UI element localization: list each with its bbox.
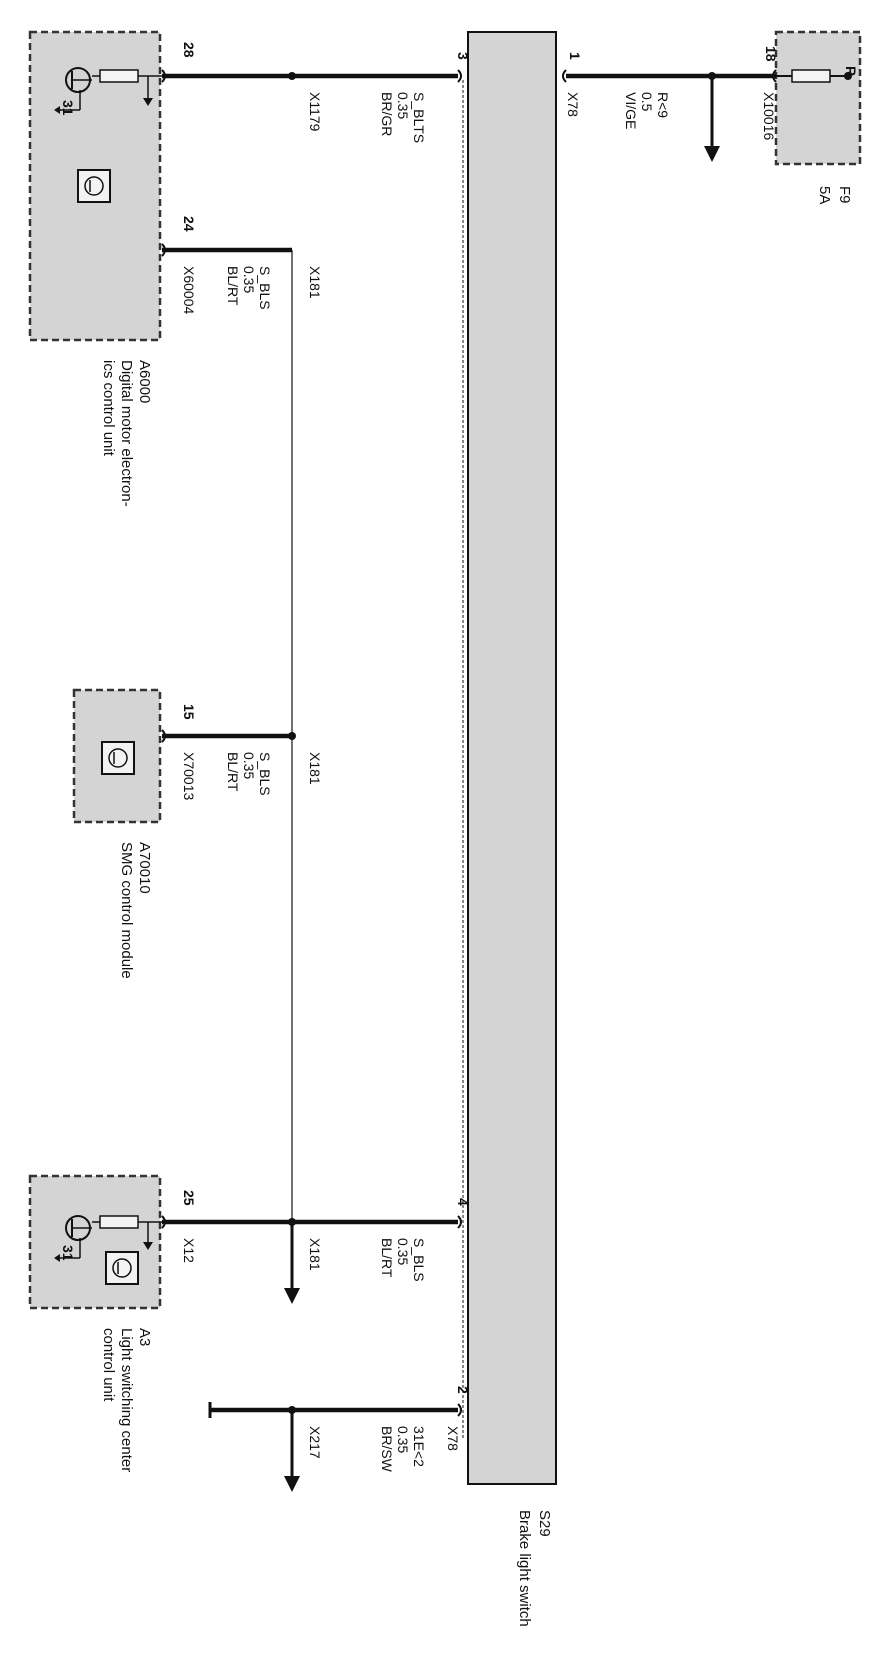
pin-label: 2 (455, 1386, 471, 1394)
arrow-down-icon (143, 98, 153, 106)
a3-id-label: A3 (136, 1328, 153, 1346)
switch-name-label: Brake light switch (516, 1510, 533, 1627)
control-unit-symbol-icon (105, 1251, 139, 1285)
pin-label: 15 (181, 704, 197, 720)
switch-id-label: S29 (536, 1510, 553, 1537)
connector-label: X10016 (761, 92, 777, 140)
gauge-label: 0.35 (241, 266, 257, 293)
arrow-down-icon (284, 1288, 300, 1304)
color-label: BL/RT (225, 752, 241, 792)
fuse-element-icon (791, 69, 831, 83)
wire-s-bls-a3: 4 25 X12 X181 S_BLS 0.35 BL/RT (162, 1190, 471, 1304)
color-label: BL/RT (379, 1238, 395, 1278)
control-unit-a3: 31 A3 Light switching center control uni… (28, 1174, 162, 1472)
resistor-icon (99, 1215, 139, 1229)
gauge-label: 0.35 (241, 752, 257, 779)
pin-label: 18 (763, 46, 779, 62)
control-unit-symbol-icon (101, 741, 135, 775)
color-label: BR/GR (379, 92, 395, 136)
pin-label: 1 (567, 52, 583, 60)
signal-label: S_BLS (257, 752, 273, 796)
signal-label: S_BLS (257, 266, 273, 310)
color-label: VI/GE (623, 92, 639, 129)
wire-s-bls-a70010: 15 X70013 X181 S_BLS 0.35 BL/RT (162, 704, 323, 800)
wire-s-blts: 3 28 X1179 S_BLTS 0.35 BR/GR (162, 42, 471, 143)
fuse-rating-label: 5A (816, 186, 833, 204)
color-label: BR/SW (379, 1426, 395, 1473)
pin-label: 24 (181, 216, 197, 232)
control-unit-a6000: 31 A6000 Digital motor electron- ics con… (28, 30, 162, 507)
arrow-down-icon (704, 146, 720, 162)
arrow-down-icon (143, 1242, 153, 1250)
a6000-name-line1: Digital motor electron- (118, 360, 135, 507)
fuse-id-label: F9 (836, 186, 853, 204)
signal-label: S_BLS (411, 1238, 427, 1282)
a3-name-line1: Light switching center (118, 1328, 135, 1472)
pin-label: 3 (455, 52, 471, 60)
connector-label: X181 (307, 266, 323, 299)
resistor-icon (99, 69, 139, 83)
fuse-terminal-letter: R (843, 66, 859, 76)
switch-pin-markers (161, 69, 777, 1417)
ground-label: 31 (60, 1245, 76, 1261)
transistor-icon (54, 67, 92, 114)
connector-label: X60004 (181, 266, 197, 314)
arrow-down-icon (284, 1476, 300, 1492)
control-unit-a70010: A70010 SMG control module (72, 688, 162, 979)
connector-label: X181 (307, 752, 323, 785)
connector-label: X12 (181, 1238, 197, 1263)
control-unit-symbol-icon (77, 169, 111, 203)
wire-31e: 2 X78 X217 31E<2 0.35 BR/SW (208, 1386, 471, 1492)
wire-s-bls-a6000: 24 X60004 X181 S_BLS 0.35 BL/RT (162, 216, 323, 314)
a6000-id-label: A6000 (136, 360, 153, 403)
a6000-name-line2: ics control unit (100, 360, 117, 457)
wire-r9: 1 18 X78 R<9 0.5 VI/GE X10016 (565, 46, 792, 162)
connector-label: X1179 (307, 92, 323, 132)
a70010-name-label: SMG control module (118, 842, 135, 979)
ground-label: 31 (60, 100, 76, 116)
a70010-id-label: A70010 (136, 842, 153, 894)
gauge-label: 0.35 (395, 1238, 411, 1265)
color-label: BL/RT (225, 266, 241, 306)
gauge-label: 0.5 (639, 92, 655, 112)
gauge-label: 0.35 (395, 1426, 411, 1453)
connector-label: X217 (307, 1426, 323, 1459)
signal-label: 31E<2 (411, 1426, 427, 1467)
pin-label: 28 (181, 42, 197, 58)
pin-label: 4 (455, 1198, 471, 1206)
fuse-f9: R F9 5A (774, 30, 862, 204)
connector-label: X78 (565, 92, 581, 117)
connector-label: X70013 (181, 752, 197, 800)
connector-label: X78 (445, 1426, 461, 1451)
pin-label: 25 (181, 1190, 197, 1206)
gauge-label: 0.35 (395, 92, 411, 119)
a3-name-line2: control unit (100, 1328, 117, 1402)
signal-label: R<9 (655, 92, 671, 118)
signal-label: S_BLTS (411, 92, 427, 143)
brake-light-switch: S29 Brake light switch (462, 31, 557, 1627)
transistor-icon (54, 1215, 92, 1262)
connector-label: X181 (307, 1238, 323, 1271)
